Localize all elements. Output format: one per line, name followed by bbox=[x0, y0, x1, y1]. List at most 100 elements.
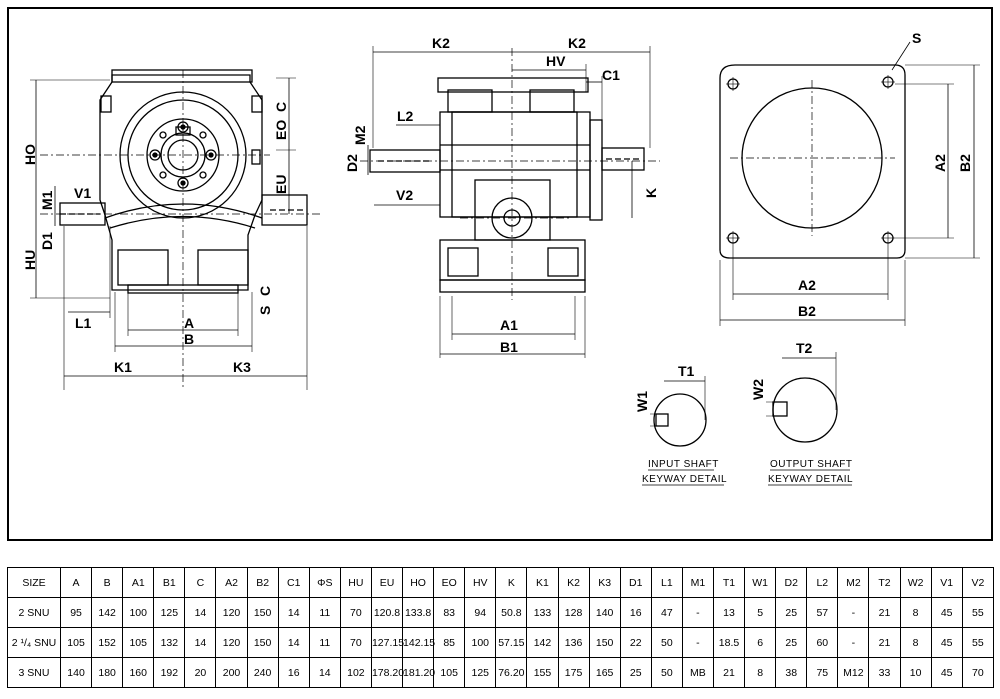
table-cell: - bbox=[681, 627, 714, 658]
table-cell: MB bbox=[681, 657, 714, 688]
table-header-cell: W1 bbox=[744, 567, 777, 598]
label-ho: HO bbox=[22, 144, 38, 165]
label-m2: M2 bbox=[352, 125, 368, 145]
label-k2-left: K2 bbox=[432, 35, 450, 51]
table-header-cell: HO bbox=[402, 567, 435, 598]
label-t1: T1 bbox=[678, 363, 695, 379]
table-header-cell: M1 bbox=[681, 567, 714, 598]
table-cell: 127.15 bbox=[370, 627, 404, 658]
table-cell: 25 bbox=[775, 597, 808, 628]
table-cell: 94 bbox=[464, 597, 497, 628]
table-cell: 8 bbox=[899, 597, 932, 628]
table-header-cell: C1 bbox=[277, 567, 310, 598]
table-cell: 133.8 bbox=[402, 597, 435, 628]
table-header-cell: B bbox=[91, 567, 124, 598]
table-cell: 75 bbox=[806, 657, 839, 688]
label-k2-right: K2 bbox=[568, 35, 586, 51]
input-keyway-caption-1: INPUT SHAFT bbox=[648, 459, 719, 470]
input-keyway-caption-2: KEYWAY DETAIL bbox=[642, 474, 727, 485]
table-cell: 16 bbox=[619, 597, 652, 628]
label-eu: EU bbox=[273, 175, 289, 194]
table-cell: 47 bbox=[650, 597, 683, 628]
label-a1: A1 bbox=[500, 317, 518, 333]
label-l1: L1 bbox=[75, 315, 92, 331]
table-cell: 142.15 bbox=[402, 627, 435, 658]
label-l2: L2 bbox=[397, 108, 414, 124]
table-header-cell: D2 bbox=[775, 567, 808, 598]
label-w2: W2 bbox=[750, 379, 766, 400]
table-cell: 33 bbox=[868, 657, 901, 688]
table-cell: 70 bbox=[339, 597, 372, 628]
table-cell: 128 bbox=[557, 597, 590, 628]
table-cell: 180 bbox=[91, 657, 124, 688]
table-cell: 22 bbox=[619, 627, 652, 658]
table-header-cell: HU bbox=[339, 567, 372, 598]
table-cell: 178.20 bbox=[370, 657, 404, 688]
label-c-bottom: C bbox=[257, 286, 273, 296]
table-cell: 85 bbox=[433, 627, 466, 658]
table-cell: 95 bbox=[59, 597, 93, 628]
output-keyway-caption-2: KEYWAY DETAIL bbox=[768, 474, 853, 485]
table-cell: 105 bbox=[122, 627, 155, 658]
label-d1: D1 bbox=[39, 232, 55, 250]
table-header-cell: K2 bbox=[557, 567, 590, 598]
table-cell: 50.8 bbox=[495, 597, 528, 628]
label-c1: C1 bbox=[602, 67, 620, 83]
table-header-cell: M2 bbox=[837, 567, 870, 598]
table-cell: 38 bbox=[775, 657, 808, 688]
table-cell: 125 bbox=[464, 657, 497, 688]
table-cell: - bbox=[837, 627, 870, 658]
table-header-cell: D1 bbox=[619, 567, 652, 598]
label-s-front: S bbox=[257, 306, 273, 315]
table-cell: M12 bbox=[837, 657, 870, 688]
table-cell: 76.20 bbox=[495, 657, 528, 688]
table-cell: 57.15 bbox=[495, 627, 528, 658]
table-cell: 45 bbox=[930, 627, 963, 658]
label-a2-vertical: A2 bbox=[932, 154, 948, 172]
table-header-cell: ΦS bbox=[308, 567, 341, 598]
drawing-frame bbox=[7, 7, 993, 541]
table-cell: 120 bbox=[215, 597, 248, 628]
flange-view bbox=[719, 41, 980, 326]
label-v2: V2 bbox=[396, 187, 413, 203]
label-t2: T2 bbox=[796, 340, 813, 356]
front-view bbox=[30, 69, 320, 390]
table-cell: 14 bbox=[277, 597, 310, 628]
technical-drawing: HO EO C EU M1 V1 D1 HU L1 A B K1 K3 S C … bbox=[22, 30, 980, 486]
label-d2: D2 bbox=[344, 154, 360, 172]
label-s-flange: S bbox=[912, 30, 921, 46]
table-cell: 192 bbox=[153, 657, 186, 688]
label-hu: HU bbox=[22, 250, 38, 270]
table-cell: 21 bbox=[868, 627, 901, 658]
table-cell: 136 bbox=[557, 627, 590, 658]
table-cell: 6 bbox=[744, 627, 777, 658]
table-cell: 175 bbox=[557, 657, 590, 688]
table-cell: 14 bbox=[308, 657, 341, 688]
table-cell: 10 bbox=[899, 657, 932, 688]
table-cell: 152 bbox=[91, 627, 124, 658]
label-a: A bbox=[184, 315, 194, 331]
table-cell: 21 bbox=[868, 597, 901, 628]
table-cell: 100 bbox=[464, 627, 497, 658]
table-cell: 14 bbox=[184, 627, 217, 658]
table-cell: 8 bbox=[744, 657, 777, 688]
table-header-cell: K3 bbox=[588, 567, 621, 598]
table-header-cell: K1 bbox=[526, 567, 559, 598]
table-cell: 16 bbox=[277, 657, 310, 688]
table-cell: 11 bbox=[308, 597, 341, 628]
table-cell: 55 bbox=[961, 627, 995, 658]
table-cell: 142 bbox=[526, 627, 559, 658]
label-eo: EO bbox=[273, 120, 289, 140]
table-cell: 21 bbox=[712, 657, 746, 688]
table-cell: 14 bbox=[277, 627, 310, 658]
table-cell: 2 ¹/₄ SNU bbox=[7, 627, 61, 658]
table-header-cell: W2 bbox=[899, 567, 932, 598]
label-k3: K3 bbox=[233, 359, 251, 375]
